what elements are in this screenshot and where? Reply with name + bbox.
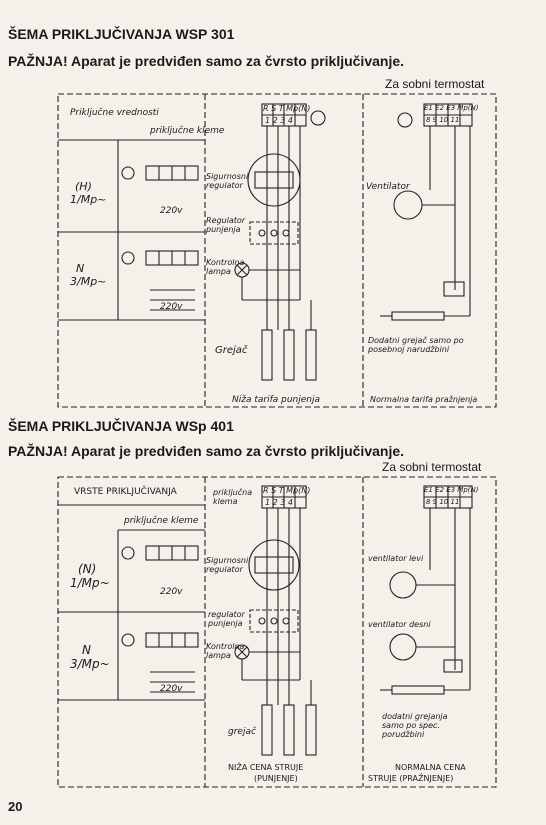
- d1-voltage2: 220v: [160, 302, 183, 312]
- d2-mode1: (N): [78, 562, 97, 576]
- d2-extra-label: dodatni grejanja samo po spec. porudžbin…: [382, 712, 448, 739]
- d1-lamp-label: Kontrolna lampa: [206, 258, 245, 276]
- d2-nums-left: 1 2 3 4: [265, 498, 293, 507]
- d1-mode1: (H): [75, 180, 92, 193]
- diagram2-terminal-block: [261, 485, 307, 509]
- d1-nums-right: 8 9 10 11: [426, 116, 460, 124]
- d1-extra-label: Dodatni grejač samo po posebnoj narudžbi…: [368, 336, 464, 354]
- diagram2-frame: [57, 476, 497, 788]
- d2-voltage1: 220v: [160, 587, 183, 597]
- d2-low-tariff-2: (PUNJENJE): [254, 774, 298, 783]
- d2-normal-tariff: NORMALNA CENA: [395, 763, 466, 772]
- d2-regulator-label: regulator punjenja: [208, 610, 245, 628]
- d1-rated-values: Priključne vrednosti: [70, 108, 159, 118]
- d2-low-tariff: NIŽA CENA STRUJE: [228, 763, 304, 772]
- d2-heater-label: grejač: [228, 727, 256, 737]
- diagram2-charge-regulator: [249, 609, 299, 633]
- diagram2-cell-terminals: [121, 545, 199, 693]
- d2-normal-tariff-2: STRUJE (PRAŽNJENJE): [368, 774, 454, 783]
- diagram1-fan: [393, 126, 456, 290]
- diagram1-extra-heater: [380, 126, 471, 321]
- diagram1-ground-icon: [310, 110, 326, 126]
- diagram1-heaters: [261, 300, 317, 381]
- diagram1-cell-terminals: [121, 165, 199, 311]
- d1-mode2b: 3/Mp~: [70, 275, 107, 288]
- d2-voltage2: 220v: [160, 684, 183, 694]
- section2-thermostat-label: Za sobni termostat: [382, 460, 482, 474]
- diagram2-heaters: [261, 680, 317, 756]
- diagram1-terminal-block: [261, 103, 307, 127]
- d1-header-left: R S T Mp(N): [263, 104, 311, 113]
- d2-mode2b: 3/Mp~: [70, 657, 110, 671]
- d1-heater-label: Grejač: [215, 345, 248, 356]
- diagram2-thermostat-terminal: [423, 485, 473, 509]
- d2-header-right: E1 E2 E3 Mp(N): [424, 486, 479, 494]
- d1-mode1b: 1/Mp~: [70, 193, 107, 206]
- d1-nums-left: 1 2 3 4: [265, 116, 293, 125]
- diagram1-thermostat-terminal: [423, 103, 473, 127]
- d1-mode2: N: [76, 262, 85, 275]
- d2-nums-right: 8 9 10 11: [426, 498, 460, 506]
- diagram1-frame: [57, 93, 497, 408]
- d2-safety-label: Sigurnosni regulator: [206, 556, 249, 574]
- d2-fan-left-label: ventilator levi: [368, 554, 424, 563]
- d2-terminal-head: priključna klema: [213, 488, 253, 506]
- section1-warning: PAŽNJA! Aparat je predviđen samo za čvrs…: [8, 53, 405, 69]
- section2-warning: PAŽNJA! Aparat je predviđen samo za čvrs…: [8, 443, 405, 459]
- d1-voltage1: 220v: [160, 206, 183, 216]
- d2-fan-right-label: ventilator desni: [368, 620, 431, 629]
- d2-header-left: R S T Mp(N): [263, 486, 311, 495]
- section1-title: ŠEMA PRIKLJUČIVANJA WSP 301: [8, 26, 235, 42]
- page-number: 20: [8, 799, 23, 814]
- diagram2-safety-regulator: [248, 539, 300, 591]
- section2-title: ŠEMA PRIKLJUČIVANJA WSp 401: [8, 418, 234, 434]
- diagram1-wires: [241, 126, 301, 330]
- d1-low-tariff: Niža tarifa punjenja: [232, 395, 321, 405]
- diagram2-extra-heater: [380, 508, 471, 695]
- diagram1-ground-icon-right: [397, 112, 413, 128]
- diagram2-wires: [241, 508, 301, 705]
- d2-mode2: N: [82, 643, 91, 657]
- diagram2-fans: [389, 508, 456, 670]
- d1-header-right: E1 E2 E3 Mp(N): [424, 104, 479, 112]
- diagram1-charge-regulator: [249, 221, 299, 245]
- section1-thermostat-label: Za sobni termostat: [385, 77, 485, 91]
- diagram1-safety-regulator: [247, 153, 301, 207]
- d2-terminals: priključne kleme: [124, 516, 199, 526]
- d1-regulator-label: Regulator punjenja: [206, 216, 246, 234]
- d2-lamp-label: Kontrolna lampa: [206, 642, 245, 660]
- d2-mode1b: 1/Mp~: [70, 576, 110, 590]
- d2-types: VRSTE PRIKLJUČIVANJA: [74, 487, 177, 497]
- d1-fan-label: Ventilator: [366, 182, 410, 192]
- d1-terminals: priključne kleme: [150, 126, 225, 136]
- d1-normal-tariff: Normalna tarifa pražnjenja: [370, 395, 478, 404]
- d1-safety-label: Sigurnosni regulator: [206, 172, 249, 190]
